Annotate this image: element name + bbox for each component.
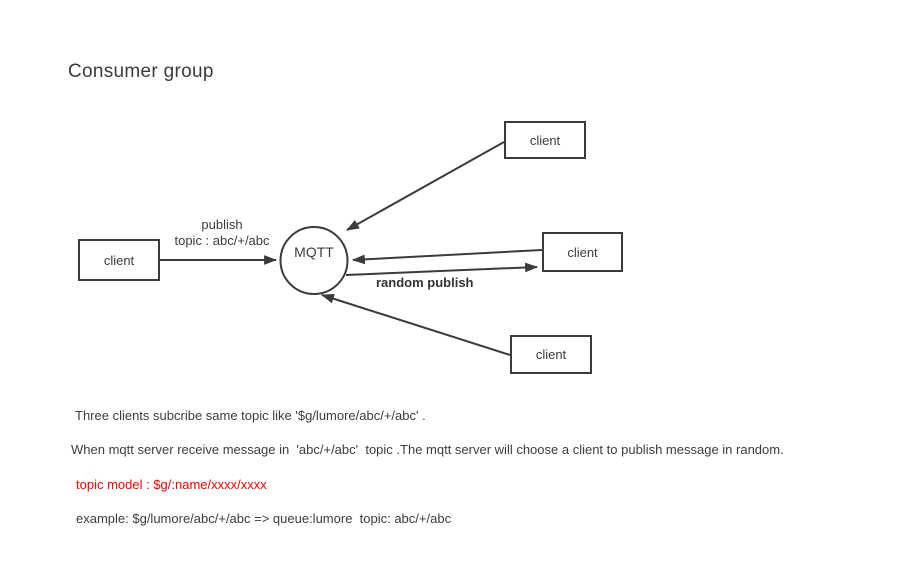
client-node-label: client	[103, 252, 135, 268]
arrow-bottom-client-to-broker	[320, 293, 511, 356]
page-title: Consumer group	[68, 61, 214, 82]
client-node-label: client	[535, 347, 567, 362]
publish-label-line2: topic : abc/+/abc	[174, 233, 270, 248]
arrow-broker-to-right-client	[345, 262, 539, 276]
client-node-label: client	[529, 132, 561, 148]
mqtt-broker-circle	[279, 226, 349, 295]
random-publish-edge-label: random publish	[376, 275, 474, 290]
arrow-top-client-to-broker	[346, 141, 505, 231]
client-node-top: client	[504, 121, 586, 159]
client-node-bottom: client	[510, 335, 592, 374]
client-node-right: client	[542, 232, 623, 272]
arrow-right-client-to-broker	[351, 249, 543, 265]
note-topic-model: topic model : $g/:name/xxxx/xxxx	[76, 477, 267, 492]
note-random-choose: When mqtt server receive message in 'abc…	[71, 442, 784, 457]
mqtt-broker-label: MQTT	[294, 244, 334, 260]
client-node-label: client	[567, 244, 598, 260]
note-subscribe-topic: Three clients subcribe same topic like '…	[75, 408, 426, 423]
publish-label-line1: publish	[201, 217, 243, 232]
client-node-left: client	[78, 239, 160, 281]
publish-edge-label: publish topic : abc/+/abc	[147, 217, 297, 249]
note-example: example: $g/lumore/abc/+/abc => queue:lu…	[76, 511, 452, 526]
